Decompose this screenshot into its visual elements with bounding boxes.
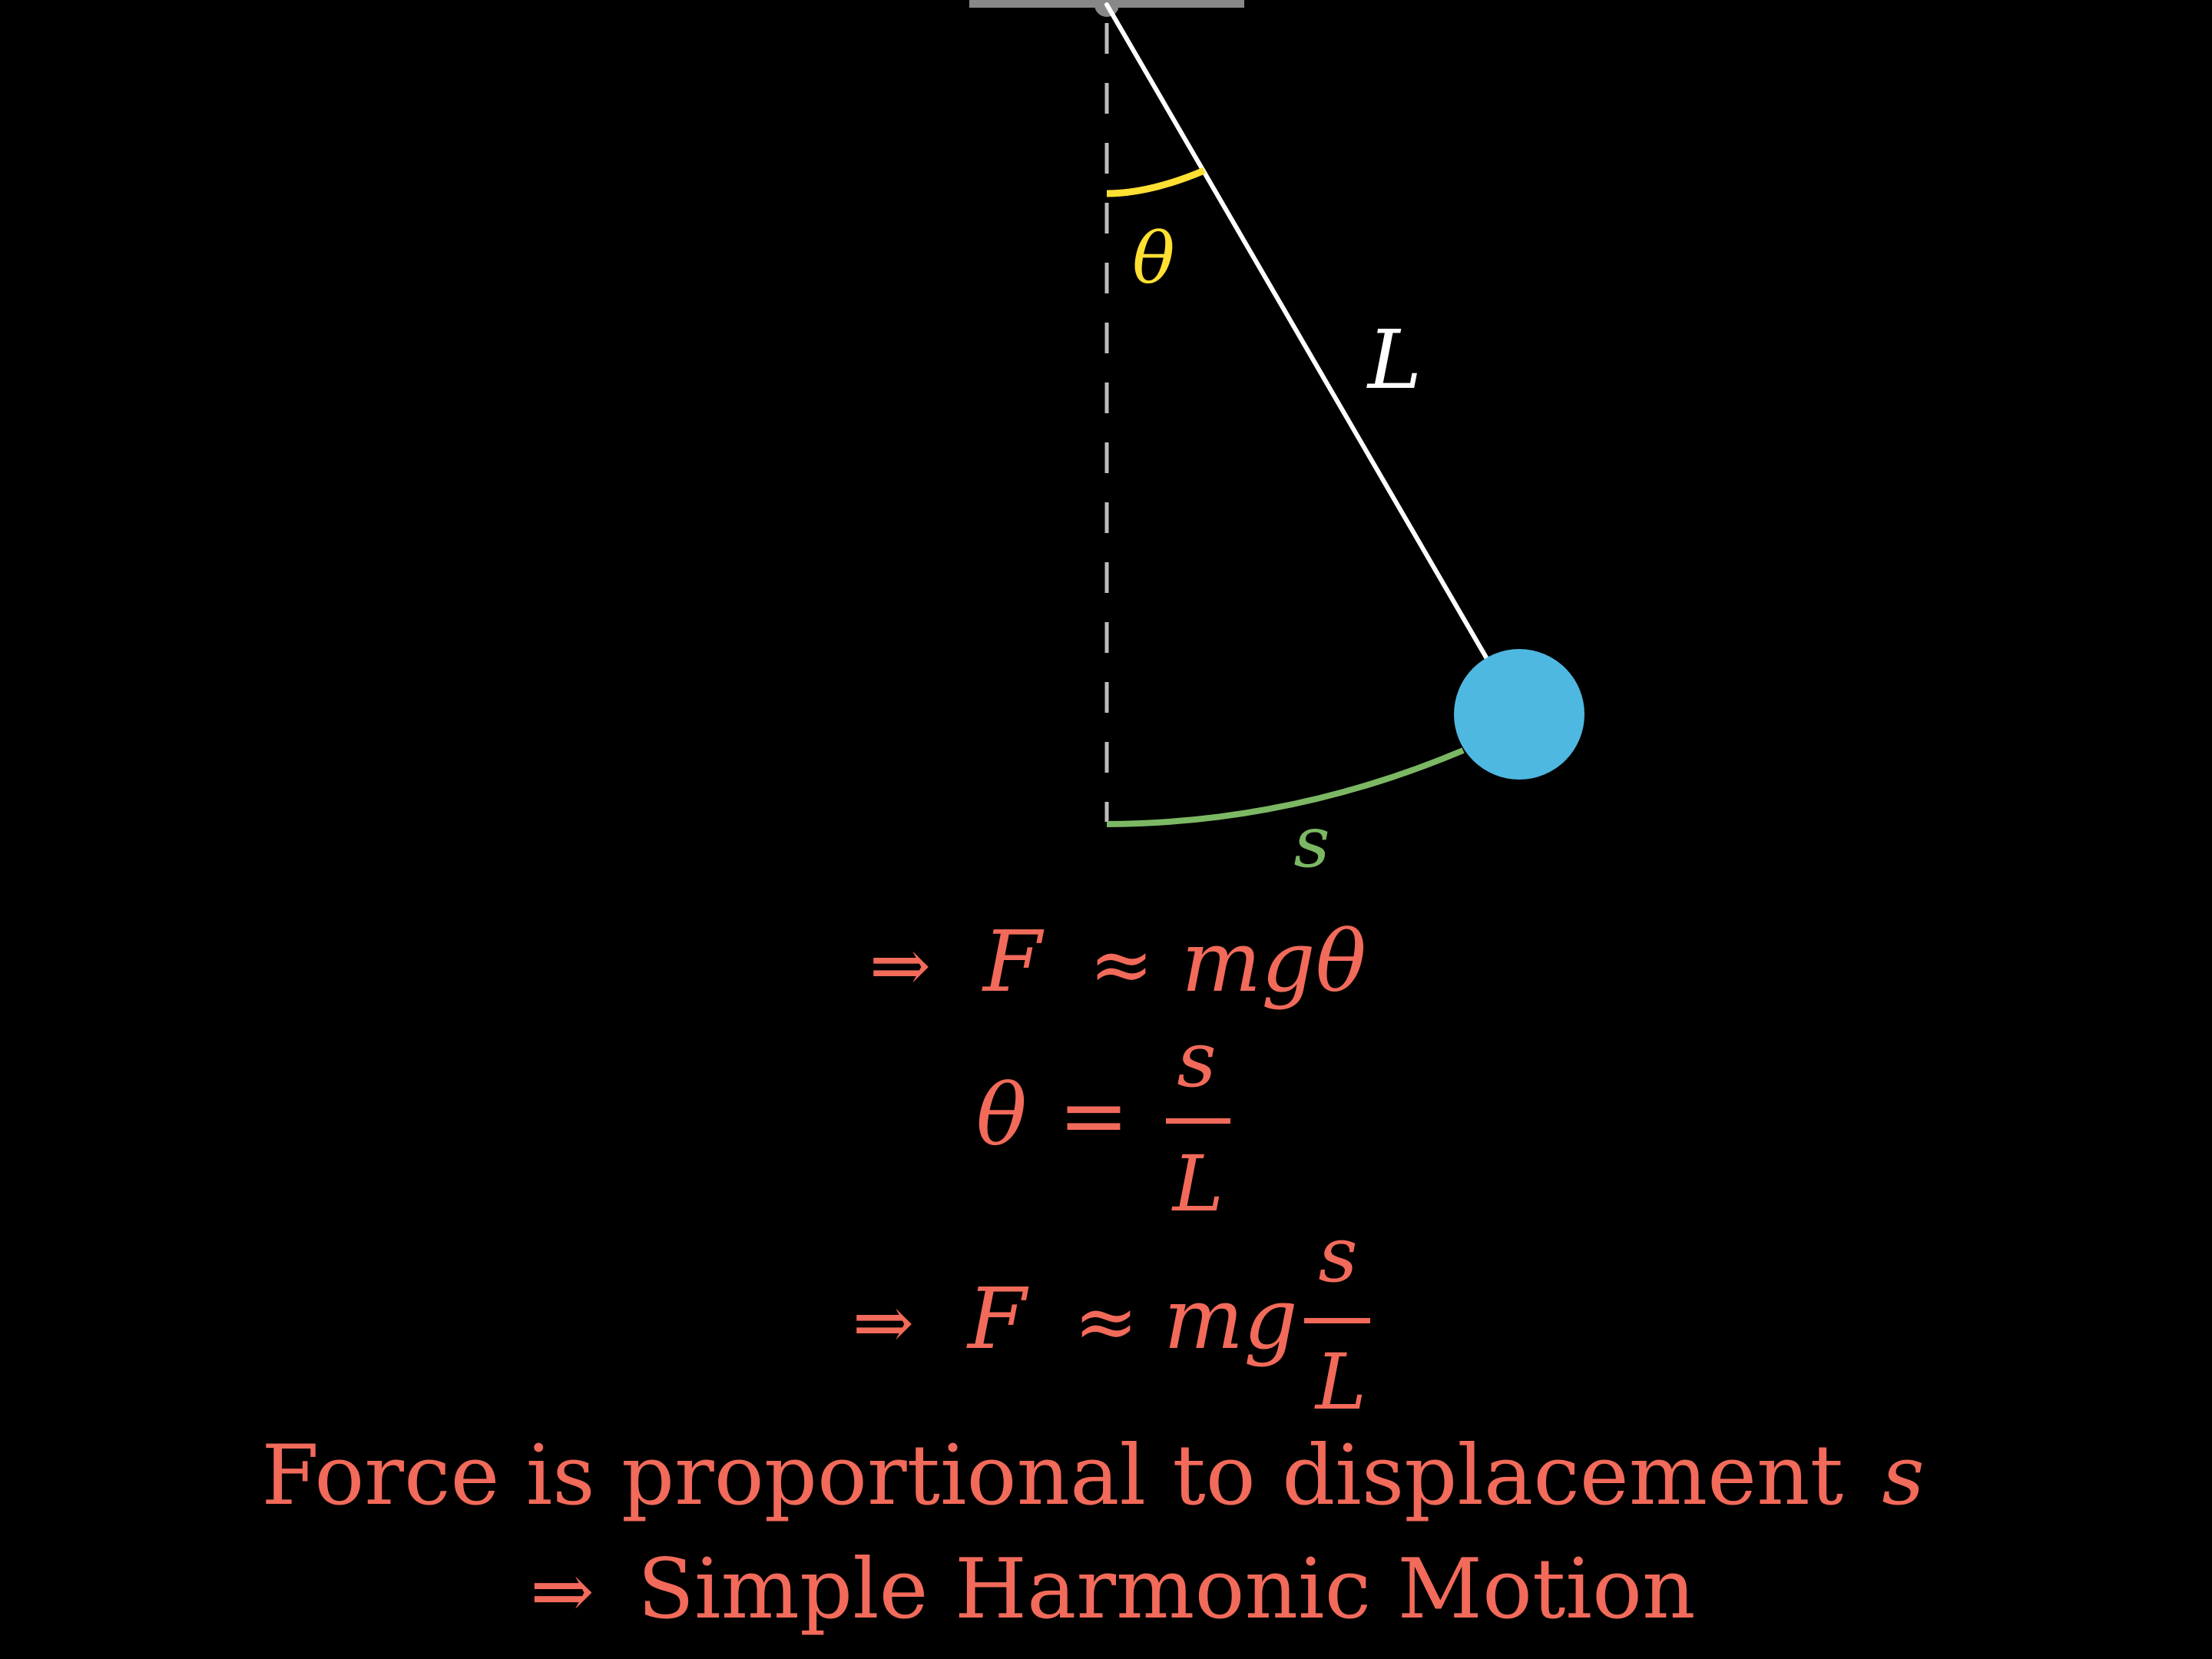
rhs-mg-theta: mgθ: [1181, 912, 1366, 1011]
fraction-denominator-l: L: [1171, 1139, 1224, 1229]
implies-symbol: ⇒: [530, 1546, 594, 1636]
equation-force-approx-theta: ⇒ F ≈ mgθ: [869, 912, 1366, 1011]
statement-variable-s: s: [1882, 1428, 1924, 1524]
pendulum-diagram: θ L s: [969, 0, 1584, 883]
statement-line: Force is proportional to displacement s: [261, 1428, 1924, 1524]
length-label: L: [1366, 313, 1422, 407]
theta-symbol: θ: [976, 1066, 1027, 1164]
fraction-bar: [1166, 1118, 1230, 1124]
fraction-numerator-s: s: [1318, 1210, 1357, 1300]
equations: ⇒ F ≈ mgθ θ = s L ⇒ F ≈ mg s L Force is …: [261, 912, 1924, 1637]
implies-symbol: ⇒: [869, 922, 931, 1008]
angle-arc: [1106, 167, 1206, 197]
statement-text: Force is proportional to displacement: [261, 1428, 1843, 1524]
pendulum-bob: [1454, 649, 1584, 780]
theta-label: θ: [1132, 217, 1174, 300]
fraction-denominator-l: L: [1314, 1337, 1366, 1427]
approx-symbol: ≈: [1074, 1277, 1138, 1366]
rhs-mg: mg: [1164, 1270, 1298, 1368]
approx-symbol: ≈: [1089, 919, 1154, 1009]
conclusion-text: Simple Harmonic Motion: [637, 1541, 1696, 1637]
pendulum-rod: [1104, 2, 1522, 717]
fraction-bar: [1304, 1318, 1370, 1323]
equation-theta-definition: θ = s L: [976, 1015, 1230, 1229]
arc-label: s: [1293, 801, 1330, 883]
equals-symbol: =: [1058, 1066, 1129, 1164]
force-symbol: F: [966, 1270, 1029, 1368]
implies-symbol: ⇒: [853, 1280, 914, 1366]
displacement-arc: [1106, 747, 1465, 827]
fraction-numerator-s: s: [1177, 1015, 1216, 1104]
force-symbol: F: [982, 912, 1045, 1011]
equation-force-approx-displacement: ⇒ F ≈ mg s L: [853, 1210, 1370, 1427]
conclusion-line: ⇒ Simple Harmonic Motion: [530, 1541, 1695, 1637]
